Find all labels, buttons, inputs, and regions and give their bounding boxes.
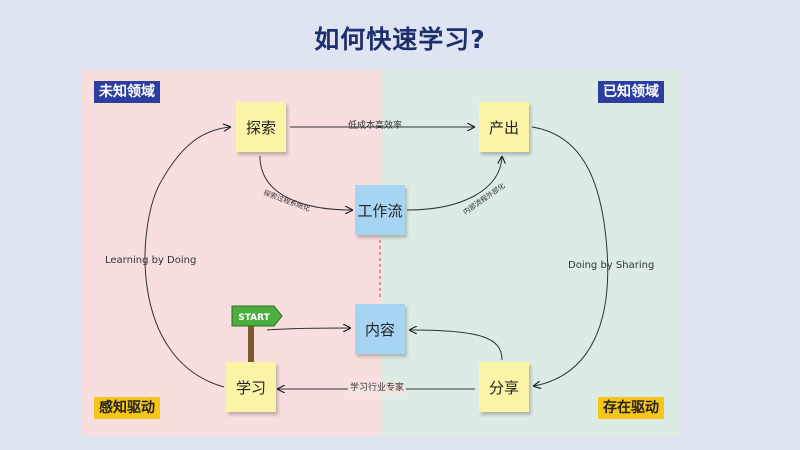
label-explore-output: 低成本高效率: [348, 121, 403, 131]
edge-learn-explore: [144, 127, 230, 388]
edge-start-content: [266, 328, 350, 330]
diagram-board: START 未知领域 已知领域 感知驱动 存在驱动 探索 产出 工作流 内容 学…: [82, 70, 682, 436]
node-workflow[interactable]: 工作流: [355, 185, 405, 235]
node-explore[interactable]: 探索: [236, 102, 286, 152]
zone-tag-unknown: 未知领域: [94, 81, 160, 103]
zone-tag-known: 已知领域: [598, 81, 664, 103]
label-learning-by-doing: Learning by Doing: [105, 255, 197, 266]
zone-tag-existence-driven: 存在驱动: [598, 397, 664, 419]
start-signpost: START: [231, 305, 283, 365]
edge-workflow-output: [406, 157, 502, 211]
edge-share-content: [410, 330, 503, 361]
label-doing-by-sharing: Doing by Sharing: [568, 260, 655, 271]
signpost-text: START: [238, 313, 270, 323]
node-learn[interactable]: 学习: [226, 362, 276, 412]
label-share-learn: 学习行业专家: [348, 383, 407, 394]
page-title: 如何快速学习?: [314, 25, 486, 54]
node-output[interactable]: 产出: [479, 102, 529, 152]
node-share[interactable]: 分享: [479, 362, 529, 412]
node-content[interactable]: 内容: [355, 304, 405, 354]
connector-layer: START: [144, 70, 609, 436]
zone-tag-feeling-driven: 感知驱动: [94, 397, 160, 419]
edge-explore-workflow: [259, 155, 352, 210]
edge-output-share: [531, 126, 609, 386]
known-zone: [382, 70, 682, 436]
